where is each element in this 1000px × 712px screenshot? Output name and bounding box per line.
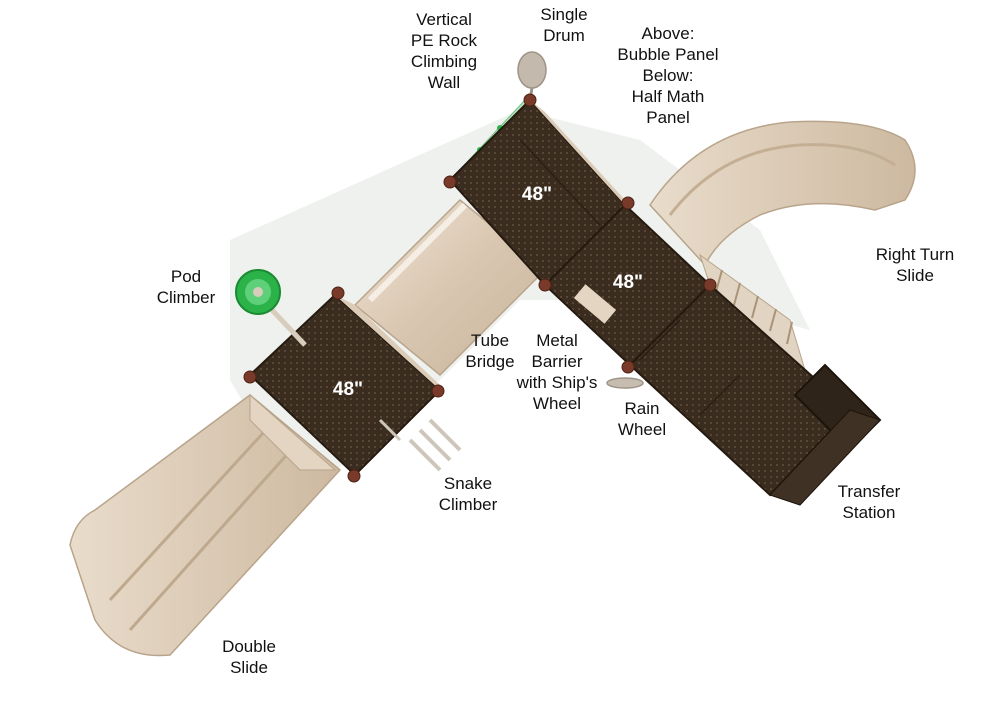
- left-deck-height: 48": [333, 379, 363, 400]
- label-snake-climber: Snake Climber: [438, 474, 498, 514]
- snake-climber: [378, 418, 462, 472]
- double-slide: [69, 393, 342, 657]
- label-right-turn-slide: Right Turn Slide: [875, 245, 955, 285]
- right-deck-height: 48": [613, 272, 643, 293]
- right-turn-slide: [649, 120, 916, 267]
- label-rain-wheel: Rain Wheel: [617, 399, 667, 439]
- rain-wheel: [606, 377, 644, 389]
- label-tube-bridge: Tube Bridge: [465, 331, 515, 371]
- label-double-slide: Double Slide: [222, 637, 276, 677]
- label-bubble-panel: Above: Bubble Panel Below: Half Math Pan…: [617, 24, 719, 127]
- label-metal-barrier: Metal Barrier with Ship's Wheel: [516, 331, 598, 413]
- label-transfer-station: Transfer Station: [837, 482, 901, 522]
- pod-climber: [235, 269, 307, 347]
- single-drum: [517, 51, 547, 101]
- upper-deck-height: 48": [522, 184, 552, 205]
- label-single-drum: Single Drum: [540, 5, 588, 45]
- deck-posts: [243, 93, 717, 483]
- transfer-station: [769, 363, 882, 506]
- label-rock-wall: Vertical PE Rock Climbing Wall: [410, 10, 478, 92]
- label-pod-climber: Pod Climber: [156, 267, 216, 307]
